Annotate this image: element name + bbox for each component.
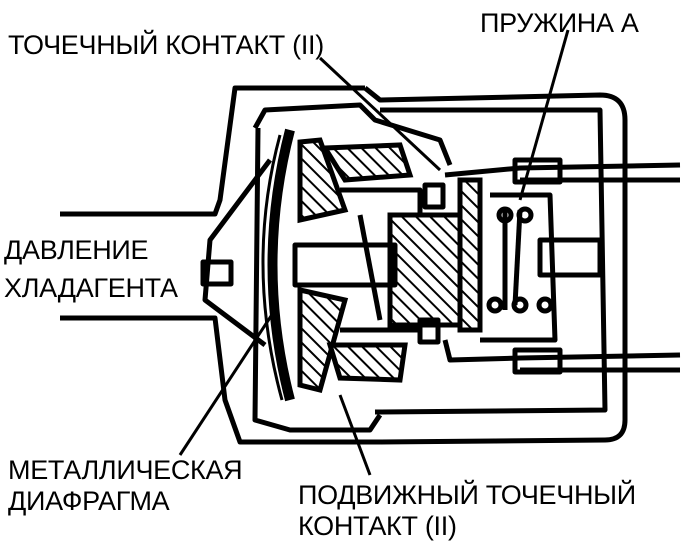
terminals [442,157,681,375]
shaft [292,187,603,333]
leader-point-contact [318,56,442,172]
label-pressure-line2: ХЛАДАГЕНТА [4,273,178,303]
label-movable-line2: КОНТАКТ (II) [298,511,457,541]
spring-a [480,192,558,343]
label-pressure-line1: ДАВЛЕНИЕ [4,235,149,265]
label-spring-a: ПРУЖИНА А [480,8,639,38]
inlet-pipe [60,85,380,445]
leader-movable-contact [338,394,372,476]
leader-lines [178,29,570,476]
leader-spring-a [518,29,570,201]
label-diaphragm-line2: ДИАФРАГМА [8,486,170,516]
leader-diaphragm [178,309,277,456]
label-diaphragm-line1: МЕТАЛЛИЧЕСКАЯ [8,455,243,485]
label-point-contact: ТОЧЕЧНЫЙ КОНТАКТ (II) [8,30,324,60]
hatched-body [297,137,483,394]
diaphragm-edge [261,134,284,401]
point-contact [417,182,446,345]
metal-diaphragm [267,128,295,402]
label-movable-line1: ПОДВИЖНЫЙ ТОЧЕЧНЫЙ [298,480,636,510]
